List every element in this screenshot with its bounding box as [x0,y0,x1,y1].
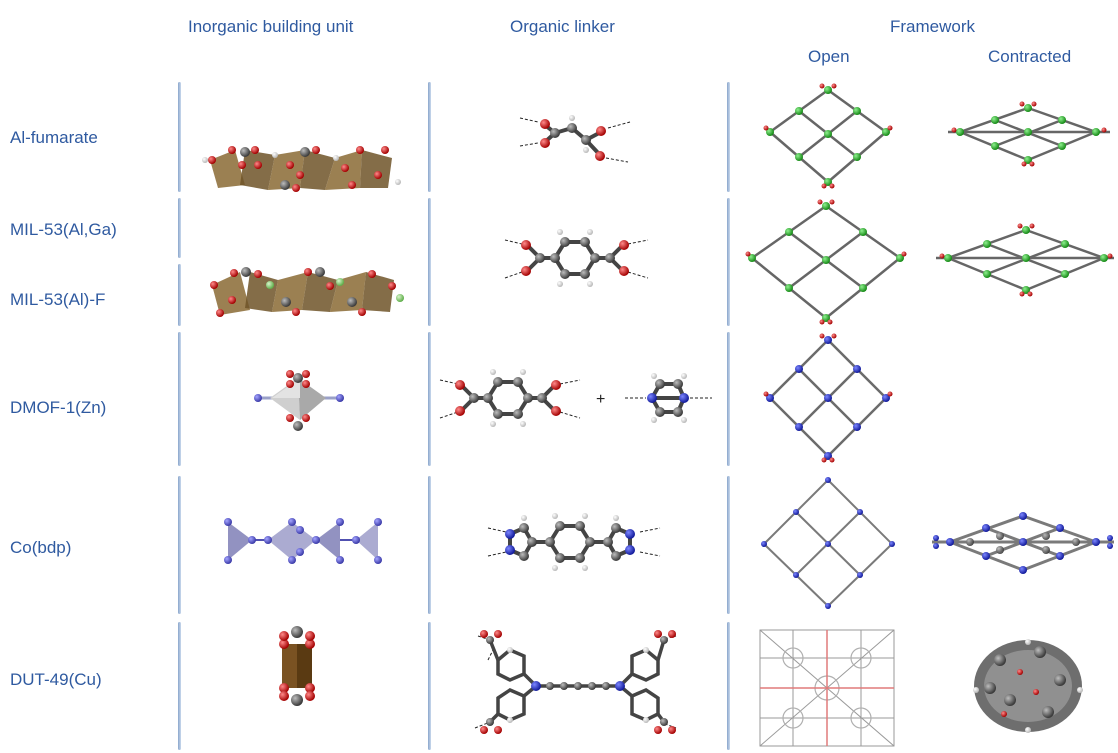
divider-framework-row2 [727,198,730,326]
header-framework: Framework [890,17,976,36]
co-bdp-contracted-framework [932,512,1114,574]
al-fumarate-open-framework [763,83,893,189]
divider-inorganic-row3 [178,332,181,466]
row-label-mil53-al-f: MIL-53(Al)-F [10,290,106,309]
co-bdp-inorganic-chain [224,518,382,564]
dut49-contracted-framework [973,639,1083,733]
plus-sign: + [596,391,605,408]
divider-framework-row3 [727,332,730,466]
mil53-inorganic-chain [210,267,404,317]
divider-framework-row5 [727,622,730,750]
divider-organic-row1 [428,82,431,192]
divider-organic-row2 [428,198,431,326]
divider-inorganic-row5 [178,622,181,750]
dut49-linker [474,630,677,734]
dmof-inorganic-unit [254,370,344,431]
dmof-dabco-linker [625,373,712,423]
al-fumarate-inorganic-chain [210,150,392,190]
al-fumarate-contracted-framework [948,101,1110,167]
divider-inorganic-row2b [178,264,181,326]
header-organic-linker: Organic linker [510,17,615,36]
header-inorganic-building-unit: Inorganic building unit [188,17,354,36]
mil53-contracted-framework [936,223,1114,297]
divider-inorganic-row1 [178,82,181,192]
row-label-co-bdp: Co(bdp) [10,538,72,557]
fumarate-linker [519,115,631,163]
al-fumarate-inorganic-atoms [202,146,401,192]
dmof-open-framework [763,333,893,463]
bdp-linker [487,513,661,571]
divider-inorganic-row2a [178,198,181,258]
co-bdp-open-framework [761,477,895,609]
header-open: Open [808,47,850,66]
divider-inorganic-row4 [178,476,181,614]
dmof-bdc-linker [439,369,581,427]
divider-framework-row1 [727,82,730,192]
dut49-inorganic-unit [279,626,315,706]
divider-organic-row3 [428,332,431,466]
divider-organic-row5 [428,622,431,750]
divider-framework-row4 [727,476,730,614]
row-label-dut49-cu: DUT-49(Cu) [10,670,102,689]
mil53-open-framework [745,199,907,325]
divider-organic-row4 [428,476,431,614]
row-label-mil53-al-ga: MIL-53(Al,Ga) [10,220,117,239]
row-label-al-fumarate: Al-fumarate [10,128,98,147]
terephthalate-linker [504,229,649,287]
dut49-open-framework [759,629,895,747]
row-label-dmof1-zn: DMOF-1(Zn) [10,398,107,417]
header-contracted: Contracted [988,47,1072,66]
